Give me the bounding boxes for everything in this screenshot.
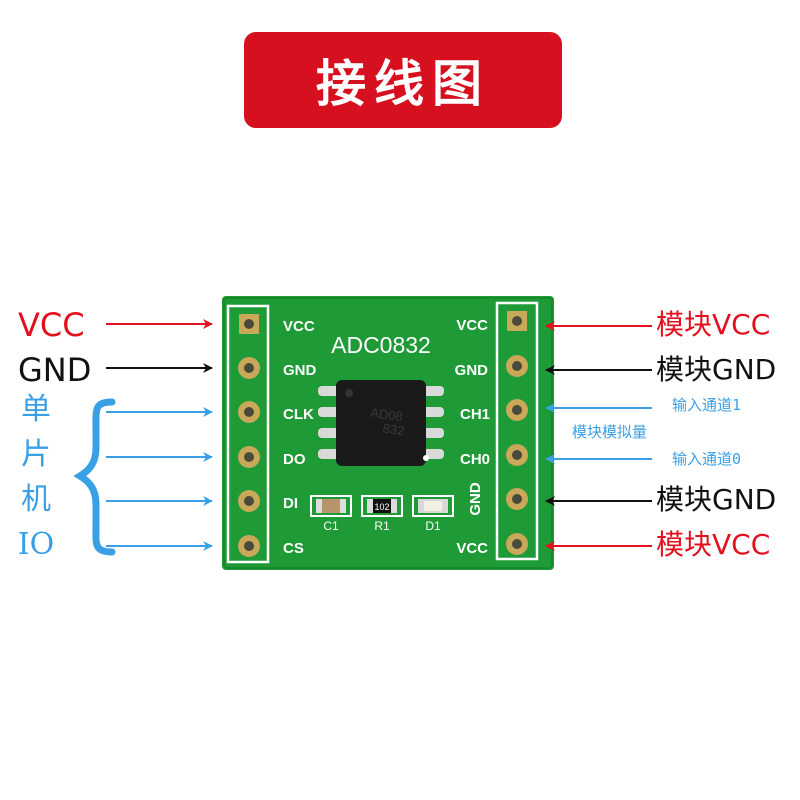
gnd-label: GND [18,351,92,389]
pin-pad [238,401,260,423]
right-pin-label: VCC [456,540,488,557]
right-pin-label: GND [455,362,489,379]
input-channel-1-label: 输入通道1 [672,396,742,414]
left-header-outline [226,304,270,564]
pin-pad [239,314,259,334]
right-pin-label: CH1 [460,406,490,423]
component-label: D1 [425,519,441,533]
pin-pad [238,535,260,557]
curly-brace [73,398,116,556]
component-label: R1 [374,519,390,533]
mcu-label-char: 机 [21,482,51,517]
right-header-outline [495,301,539,561]
left-pin-label: CS [283,540,304,557]
title-banner: 接线图 [244,32,562,128]
ic-marking: AD08 [369,405,403,424]
pin-pad [506,488,528,510]
module-analog-label: 模块模拟量 [572,423,648,441]
left-pin-label: DI [283,495,298,512]
pin-pad [238,446,260,468]
pin-pad [506,355,528,377]
pin-pad [238,357,260,379]
pin-pad [506,399,528,421]
pin-pad [506,533,528,555]
right-pin-label: VCC [456,317,488,334]
module-gnd-label-2: 模块GND [656,483,777,516]
left-pin-label: DO [283,451,306,468]
pin-pad [506,444,528,466]
right-pin-label: GND [467,482,484,516]
input-channel-0-label: 输入通道0 [672,450,742,468]
pin-pad [507,311,527,331]
right-pins [506,311,528,555]
resistor-code: 102 [374,502,389,512]
resistor-r1: 102 [361,495,403,517]
mcu-label-char: IO [17,527,55,562]
chip-label: ADC0832 [331,332,431,358]
pin-pad [238,490,260,512]
left-arrows [106,319,213,551]
right-pin-label: CH0 [460,451,490,468]
left-pin-label: VCC [283,318,315,335]
left-pin-label: CLK [283,406,314,423]
led-d1 [412,495,454,517]
component-label: C1 [323,519,339,533]
module-gnd-label: 模块GND [656,353,777,386]
left-pin-label: GND [283,362,317,379]
page-title: 接线图 [316,54,490,113]
ic-marking: 832 [382,421,406,439]
vcc-label: VCC [18,306,85,344]
mcu-label-char: 片 [21,437,51,472]
left-pins [238,314,260,557]
right-arrows [545,321,652,551]
mcu-label-char: 单 [21,392,51,427]
module-vcc-label-2: 模块VCC [656,528,771,561]
ic-chip: AD08 832 [318,380,444,466]
module-vcc-label: 模块VCC [656,308,771,341]
capacitor-c1 [310,495,352,517]
